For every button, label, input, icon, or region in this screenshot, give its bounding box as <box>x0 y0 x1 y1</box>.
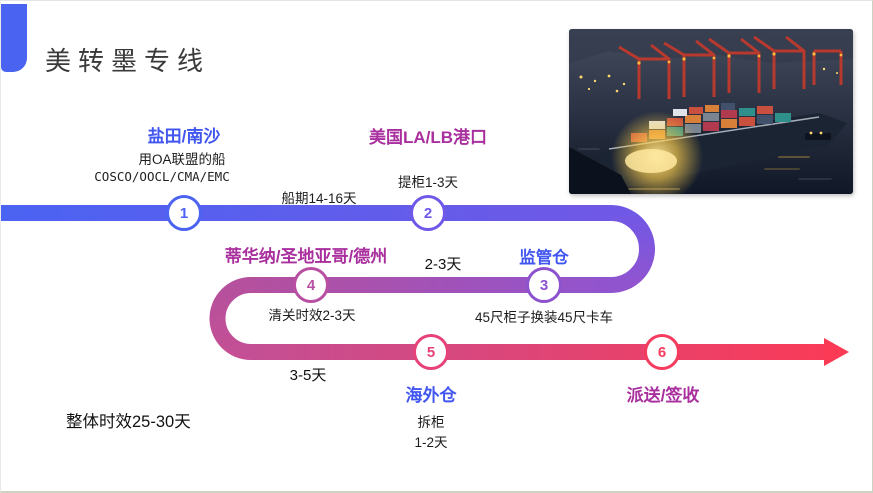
milestone-circle-6: 6 <box>644 334 680 370</box>
overall-lead-time: 整体时效25-30天 <box>66 413 191 431</box>
node2-title: 美国LA/LB港口 <box>368 128 488 147</box>
milestone-circle-4: 4 <box>293 267 329 303</box>
milestone-number: 5 <box>426 343 436 361</box>
page-title: 美转墨专线 <box>45 47 211 77</box>
node1-title: 盐田/南沙 <box>147 127 221 146</box>
milestone-number: 1 <box>179 204 189 222</box>
transit-label-2: 2-3天 <box>424 256 462 273</box>
node4-note1: 清关时效2-3天 <box>268 308 356 323</box>
node5-note2: 1-2天 <box>414 435 448 450</box>
node5-note1: 拆柜 <box>417 415 445 430</box>
node3-note1: 45尺柜子换装45尺卡车 <box>474 310 614 325</box>
arrowhead-icon <box>824 338 849 366</box>
node2-note1: 提柜1-3天 <box>397 175 459 190</box>
node6-title: 派送/签收 <box>626 386 700 405</box>
port-photo-illustration <box>569 29 853 194</box>
node3-title: 监管仓 <box>519 249 569 267</box>
night-container-port-photo <box>569 29 853 194</box>
milestone-number: 3 <box>539 276 549 294</box>
transit-label-1: 船期14-16天 <box>281 191 357 206</box>
node1-note2: COSCO/OOCL/CMA/EMC <box>94 169 230 184</box>
milestone-number: 4 <box>306 276 316 294</box>
milestone-circle-5: 5 <box>413 334 449 370</box>
milestone-number: 2 <box>423 204 433 222</box>
transit-label-3: 3-5天 <box>289 367 327 384</box>
node4-title: 蒂华纳/圣地亚哥/德州 <box>224 247 388 266</box>
milestone-circle-1: 1 <box>166 195 202 231</box>
corner-accent-shape <box>1 4 27 72</box>
node1-note1: 用OA联盟的船 <box>138 152 226 167</box>
node5-title: 海外仓 <box>405 386 457 405</box>
milestone-circle-2: 2 <box>410 195 446 231</box>
milestone-circle-3: 3 <box>526 267 562 303</box>
milestone-number: 6 <box>657 343 667 361</box>
